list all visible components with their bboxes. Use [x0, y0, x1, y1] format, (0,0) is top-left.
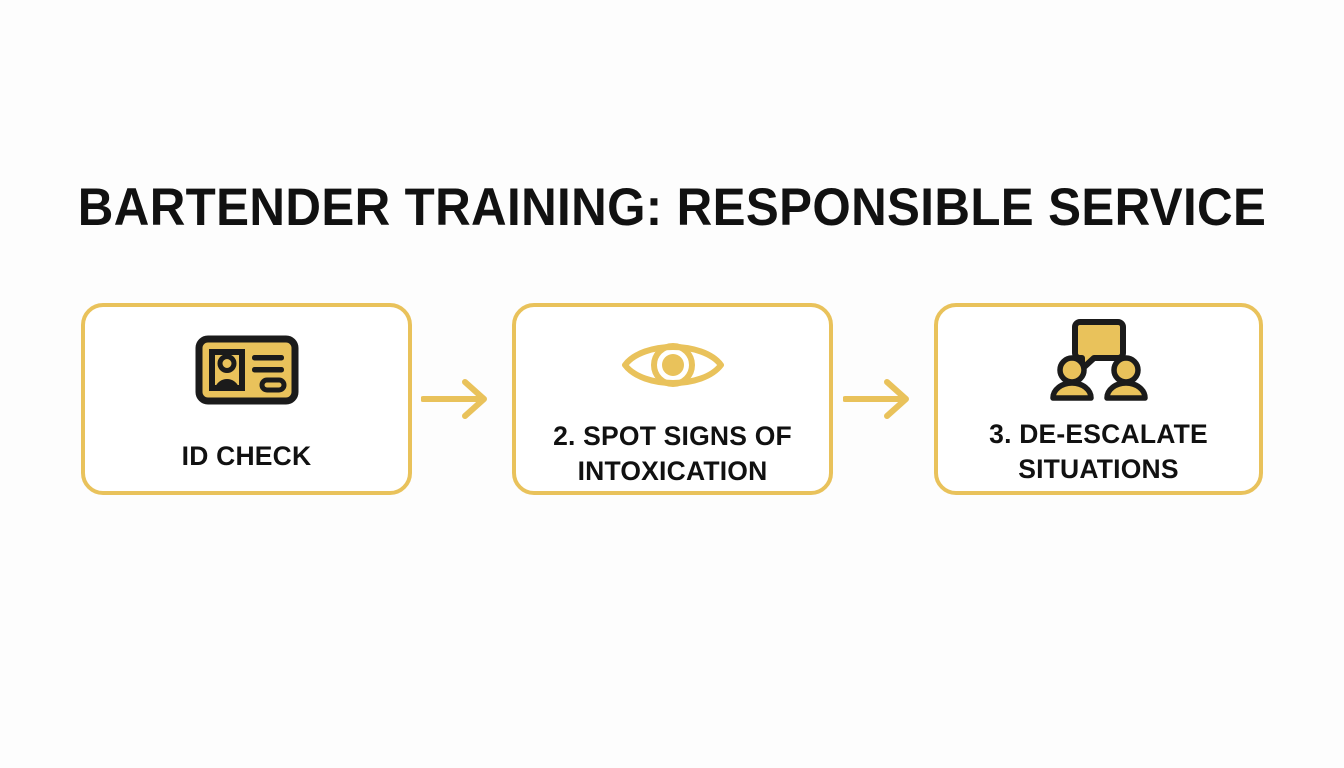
- flow-step-card-3[interactable]: 3. DE-ESCALATE SITUATIONS: [934, 303, 1263, 495]
- arrow-right-icon-1: [420, 377, 493, 421]
- flow-step-label-3-line1: 3. DE-ESCALATE: [989, 419, 1208, 449]
- process-flow: ID CHECK 2. SPOT SIGNS OF INTOXICATION: [81, 303, 1263, 497]
- flow-step-card-1[interactable]: ID CHECK: [81, 303, 412, 495]
- flow-step-label-3-line2: SITUATIONS: [1018, 454, 1179, 485]
- flow-step-label-2-line2: INTOXICATION: [577, 456, 768, 487]
- flow-step-label-2-line1: 2. SPOT SIGNS OF: [553, 421, 792, 451]
- flow-step-card-2[interactable]: 2. SPOT SIGNS OF INTOXICATION: [512, 303, 833, 495]
- flow-step-label-2: 2. SPOT SIGNS OF INTOXICATION: [516, 419, 829, 489]
- eye-icon: [516, 329, 829, 401]
- page-title: BARTENDER TRAINING: RESPONSIBLE SERVICE: [77, 178, 1267, 237]
- flow-step-label-1: ID CHECK: [181, 441, 312, 471]
- people-speech-bubble-icon: [938, 313, 1259, 405]
- id-card-icon: [85, 327, 408, 413]
- flow-step-label-3: 3. DE-ESCALATE SITUATIONS: [938, 417, 1259, 487]
- arrow-right-icon-2: [842, 377, 915, 421]
